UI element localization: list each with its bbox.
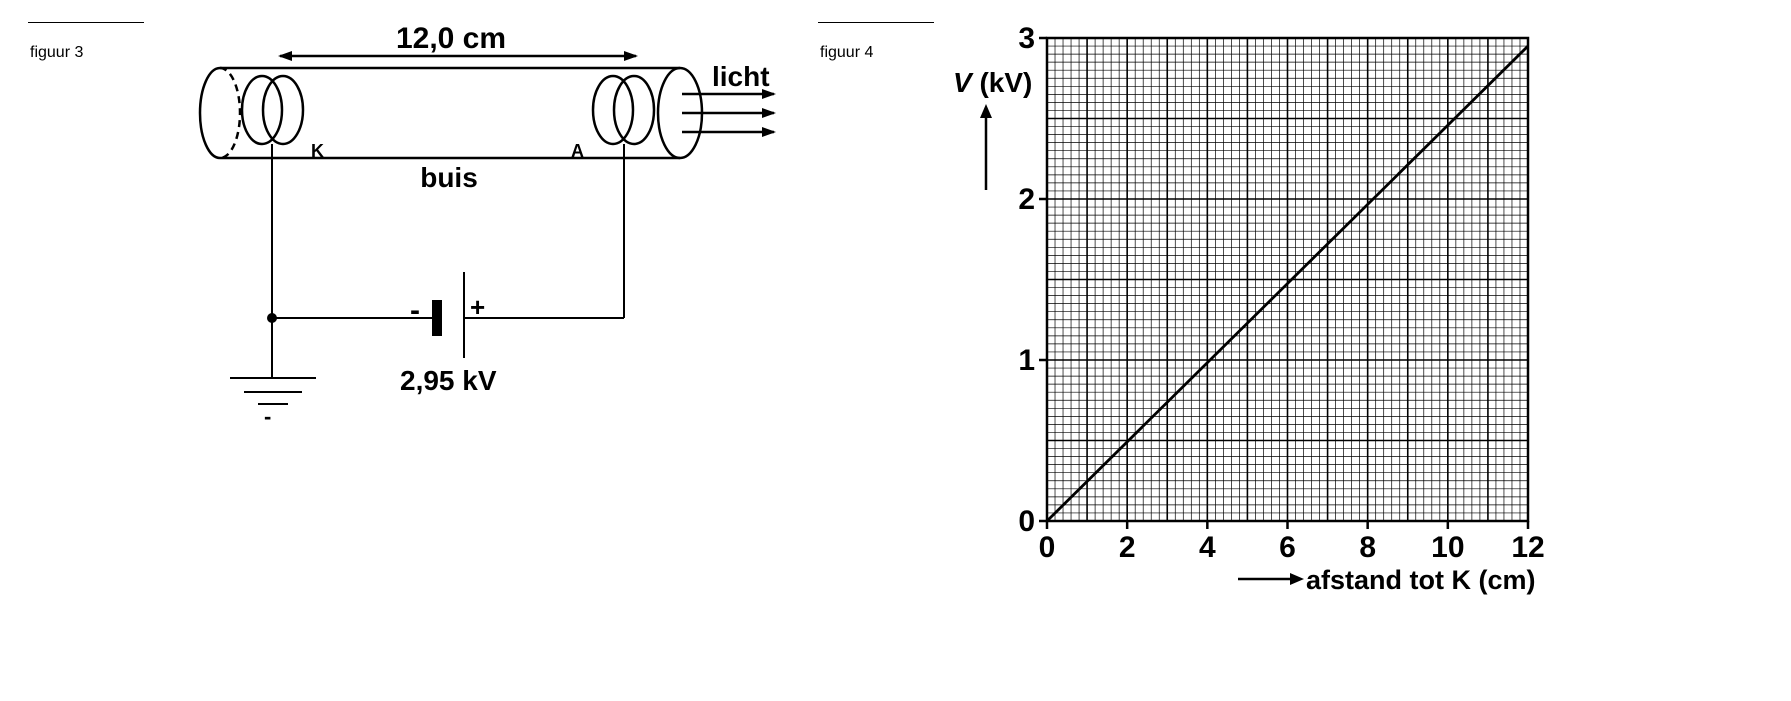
y-tick-label: 1: [1018, 344, 1035, 377]
circuit-wires: [271, 144, 625, 378]
x-tick-label: 4: [1199, 531, 1216, 564]
junction-dot: [267, 313, 277, 323]
battery-minus-label: -: [410, 294, 420, 327]
x-tick-label: 12: [1511, 531, 1544, 564]
anode-label: A: [571, 141, 584, 161]
y-tick-label: 2: [1018, 183, 1035, 216]
length-label: 12,0 cm: [396, 22, 506, 55]
y-tick-label: 3: [1018, 22, 1035, 55]
chart-axes: [1039, 36, 1530, 529]
y-axis-unit: (kV): [972, 67, 1033, 98]
anode-electrode: [591, 74, 656, 146]
series-line: [1046, 45, 1529, 522]
cathode-electrode: [240, 74, 305, 146]
figure3-label: figuur 3: [30, 44, 84, 61]
x-axis-arrow: [1238, 573, 1304, 585]
cathode-label: K: [311, 141, 324, 161]
tube: [198, 66, 704, 160]
battery: [432, 272, 465, 358]
x-tick-label: 8: [1359, 531, 1376, 564]
light-arrows: [682, 89, 776, 137]
ground-symbol: [230, 377, 316, 405]
light-label: licht: [712, 61, 770, 92]
chart-series: [1046, 45, 1529, 522]
tube-label: buis: [420, 162, 478, 193]
x-tick-label: 10: [1431, 531, 1464, 564]
y-axis-label: V (kV): [953, 67, 1032, 98]
ground-minus-label: -: [264, 404, 271, 429]
x-tick-label: 0: [1039, 531, 1056, 564]
y-tick-label: 0: [1018, 505, 1035, 538]
x-tick-label: 2: [1119, 531, 1136, 564]
voltage-label: 2,95 kV: [400, 365, 497, 396]
x-tick-label: 6: [1279, 531, 1296, 564]
y-axis-arrow: [980, 104, 992, 190]
y-axis-variable: V: [953, 67, 974, 98]
battery-plus-label: +: [470, 292, 485, 322]
figure4-label: figuur 4: [820, 44, 874, 61]
figure4-rule: [818, 22, 934, 23]
figure3-rule: [28, 22, 144, 23]
x-axis-label: afstand tot K (cm): [1306, 565, 1536, 595]
